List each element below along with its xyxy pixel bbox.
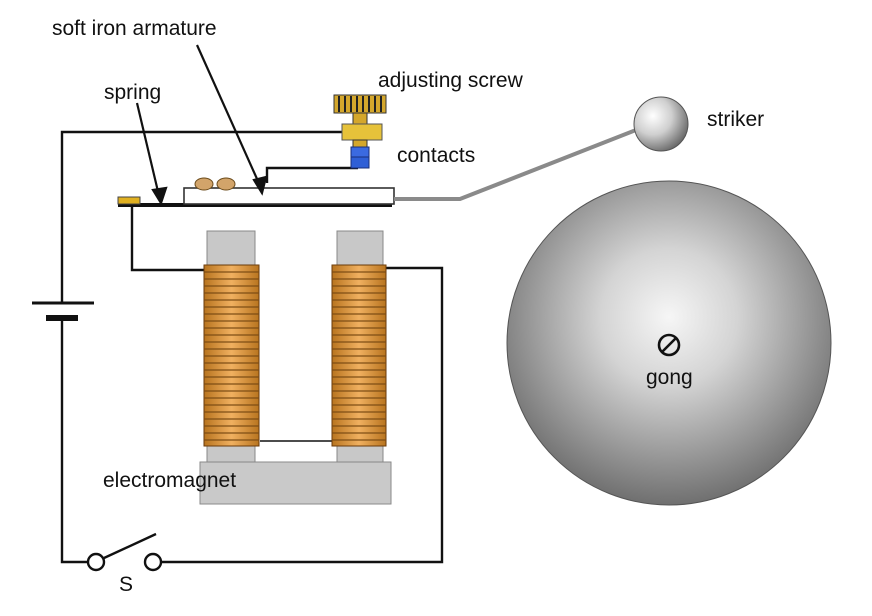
spring-mount	[117, 196, 141, 205]
contact-rivet	[216, 177, 236, 191]
left-core	[206, 230, 256, 463]
switch	[86, 532, 163, 572]
label-soft-iron-armature: soft iron armature	[52, 17, 217, 40]
label-gong: gong	[646, 366, 693, 389]
circuit-wires	[60, 130, 444, 564]
soft-iron-armature	[183, 187, 395, 205]
right-coil	[331, 264, 387, 447]
label-switch: S	[119, 573, 134, 596]
label-electromagnet: electromagnet	[103, 469, 237, 492]
striker-assembly	[394, 96, 689, 201]
label-spring: spring	[104, 81, 162, 104]
gong	[506, 180, 832, 506]
left-coil	[203, 264, 260, 447]
label-pointers	[135, 44, 268, 206]
contacts	[350, 146, 370, 169]
contact-rivet	[194, 177, 214, 191]
gong-mount-icon	[657, 333, 681, 357]
battery	[32, 301, 94, 321]
electromagnet-yoke	[199, 461, 392, 505]
label-striker: striker	[707, 108, 765, 131]
striker-ball	[633, 96, 689, 152]
label-contacts: contacts	[397, 144, 476, 167]
label-adjusting-screw: adjusting screw	[378, 69, 523, 92]
adjusting-screw	[333, 94, 387, 148]
armature-assembly	[117, 177, 395, 207]
